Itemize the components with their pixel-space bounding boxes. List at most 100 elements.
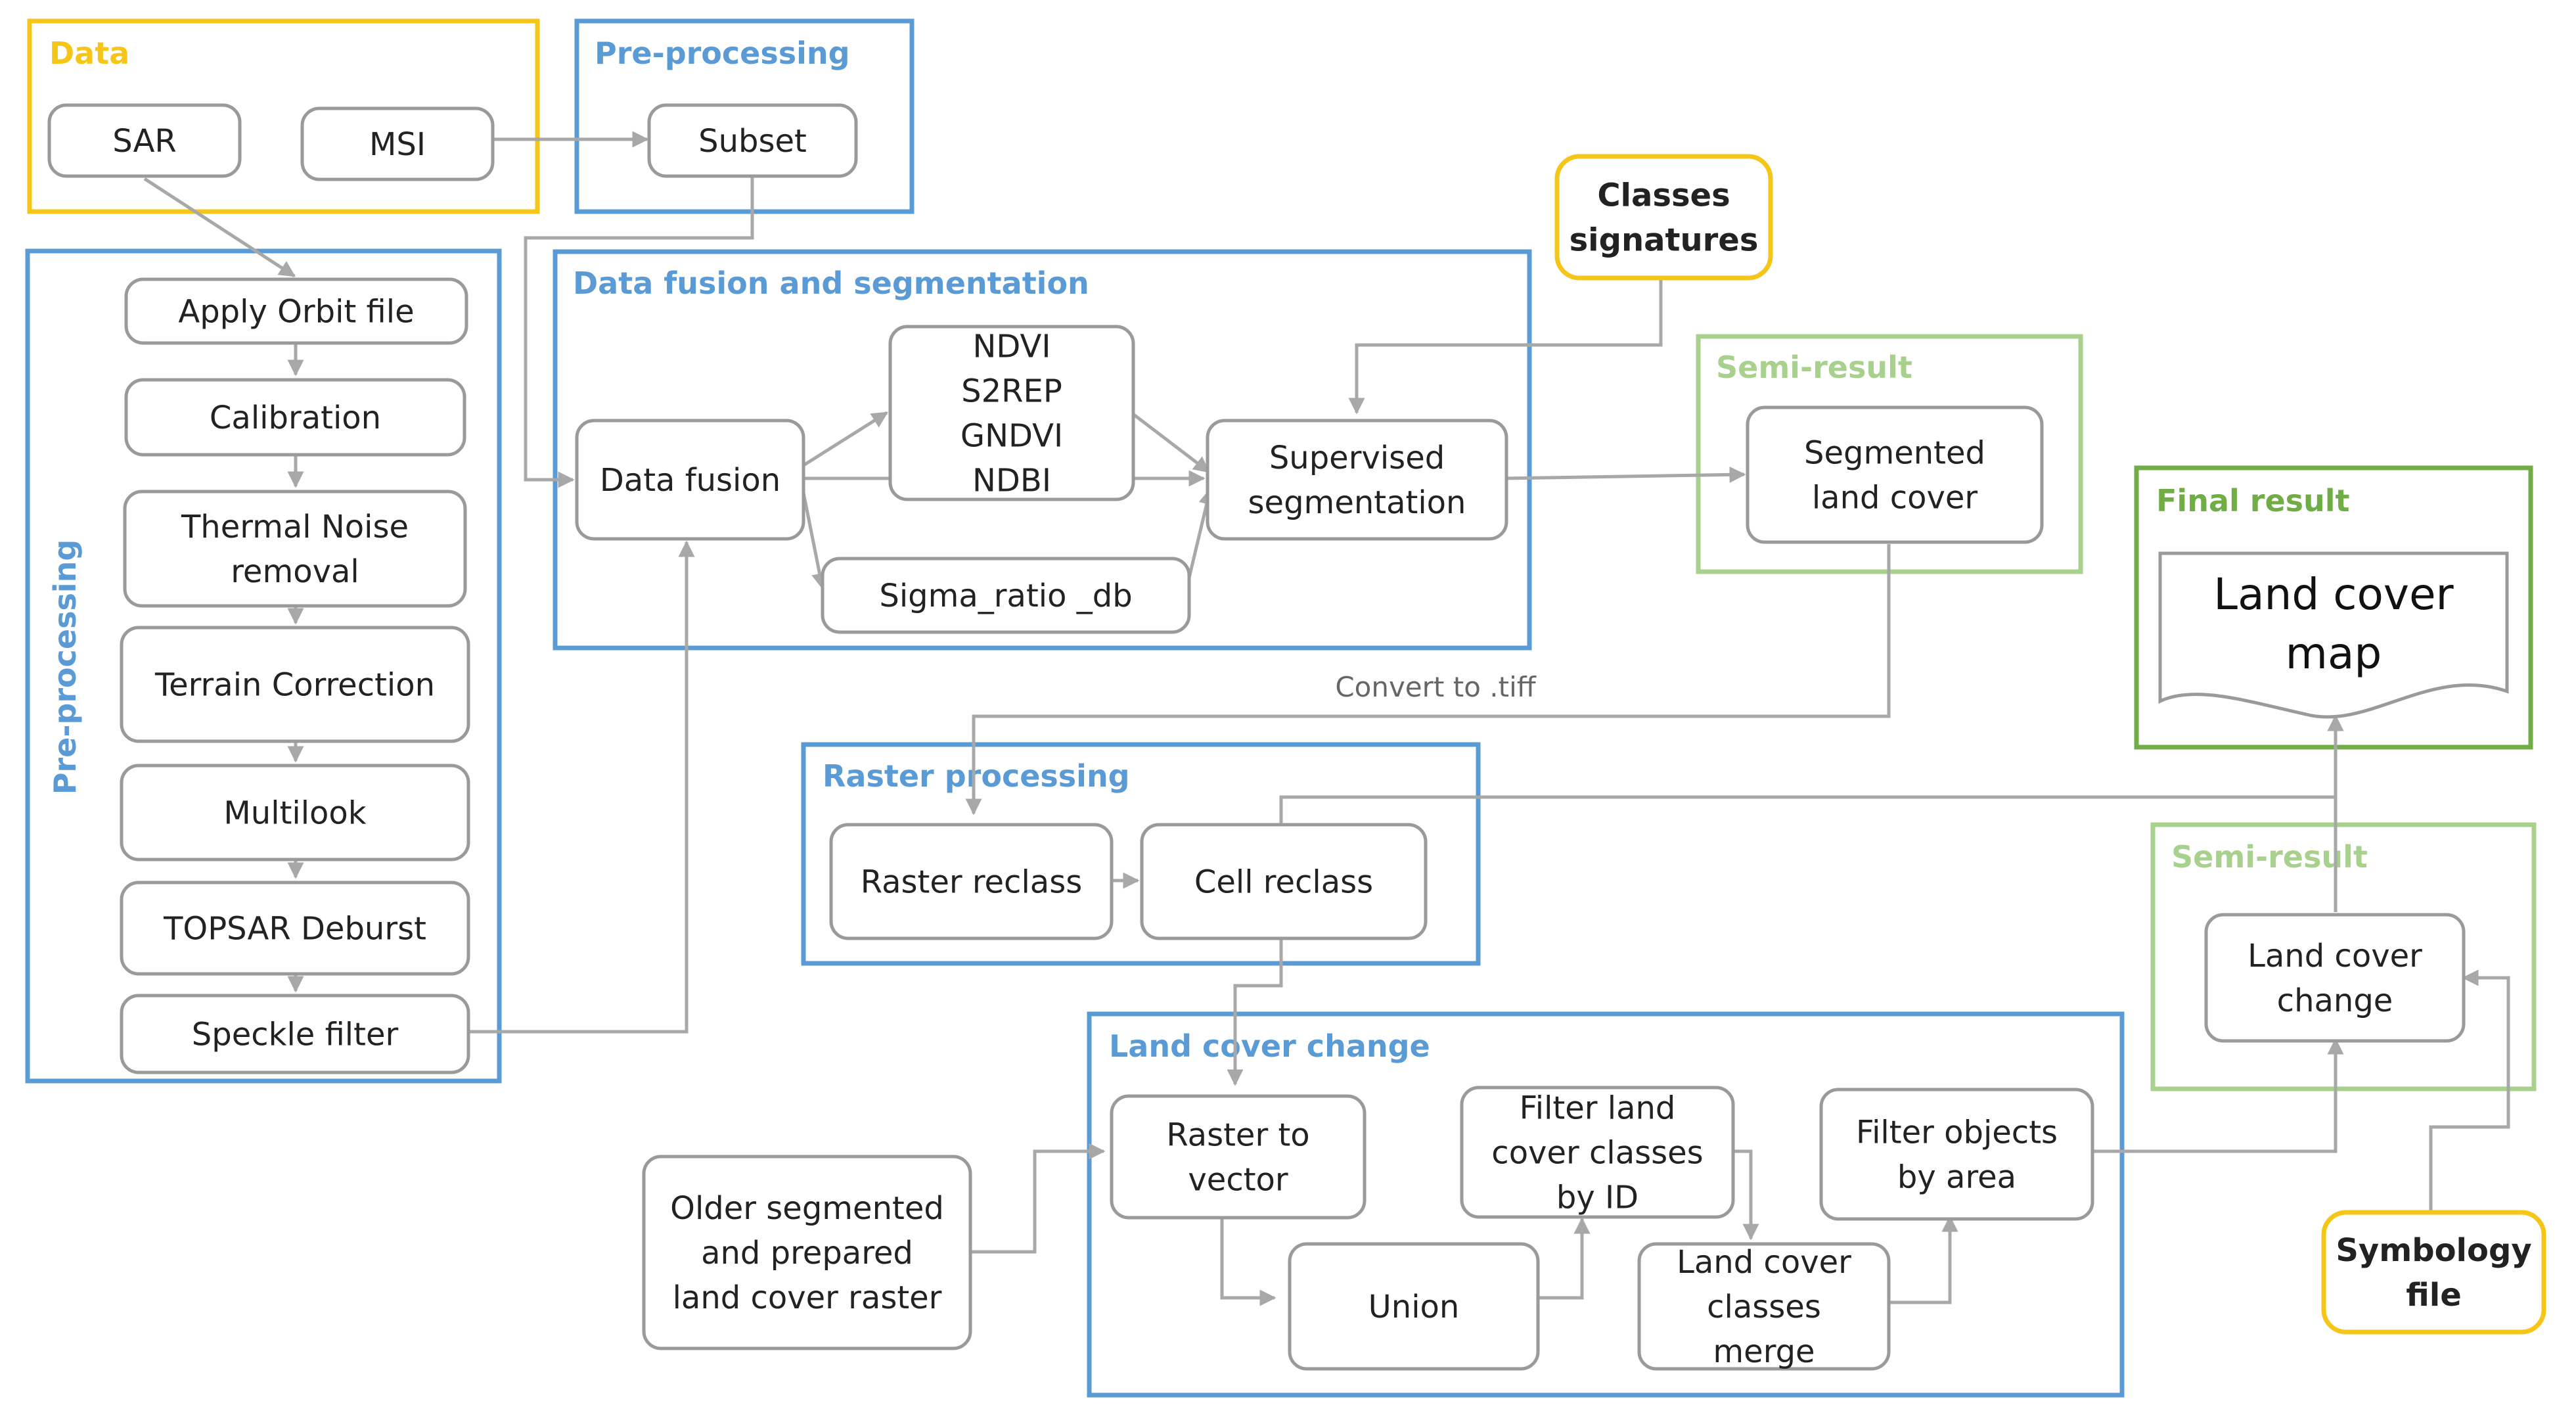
node-symbology-file-line-1: file — [2406, 1277, 2462, 1314]
node-data-fusion-line-0: Data fusion — [600, 462, 780, 499]
node-older-segmented-line-0: Older segmented — [670, 1190, 944, 1227]
group-preprocessing-top-title: Pre-processing — [595, 35, 850, 71]
node-msi-line-0: MSI — [369, 126, 426, 163]
group-land-cover-change-frame — [1087, 1011, 2125, 1398]
group-data-fusion-title: Data fusion and segmentation — [573, 265, 1089, 301]
connector-15 — [1348, 277, 1663, 415]
node-apply-orbit-line-0: Apply Orbit file — [178, 294, 414, 331]
node-speckle-filter: Speckle filter — [120, 994, 470, 1074]
node-sigma-ratio: Sigma_ratio _db — [821, 557, 1191, 634]
node-speckle-filter-box — [120, 994, 470, 1074]
node-raster-to-vector-box — [1110, 1094, 1367, 1220]
node-land-cover-change-node-line-0: Land cover — [2248, 938, 2422, 975]
node-terrain-correction: Terrain Correction — [120, 626, 470, 743]
node-supervised-segmentation-line-1: segmentation — [1248, 484, 1466, 521]
group-preprocessing-side-frame — [25, 248, 502, 1084]
node-raster-to-vector: Raster to vector — [1110, 1094, 1367, 1220]
node-raster-to-vector-line-0: Raster to — [1166, 1117, 1309, 1154]
connector-10 — [800, 411, 889, 469]
connector-29 — [1886, 1215, 1958, 1304]
node-apply-orbit: Apply Orbit file — [124, 277, 468, 345]
node-raster-to-vector-line-1: vector — [1188, 1162, 1288, 1199]
node-land-cover-map: Land cover map — [2158, 551, 2509, 719]
node-classes-signatures-box — [1554, 154, 1773, 281]
connector-13 — [1130, 411, 1210, 473]
node-multilook-line-0: Multilook — [223, 795, 366, 832]
node-union: Union — [1288, 1242, 1540, 1371]
node-raster-reclass-line-0: Raster reclass — [861, 864, 1082, 901]
connector-30 — [2092, 1038, 2344, 1153]
node-subset: Subset — [647, 103, 858, 178]
group-semi-result-2-title: Semi-result — [2171, 839, 2368, 875]
node-topsar-deburst-box — [120, 881, 470, 976]
connector-cell-reclass-to-raster-to-vector — [1227, 938, 1283, 1086]
node-land-cover-change-node-line-1: change — [2277, 982, 2393, 1019]
node-union-box — [1288, 1242, 1540, 1371]
node-land-cover-map-line-1: map — [2286, 628, 2382, 679]
node-classes-signatures-line-0: Classes — [1597, 177, 1730, 214]
node-filter-classes-line-0: Filter land — [1520, 1090, 1676, 1127]
connector-2 — [524, 176, 754, 488]
node-thermal-noise-line-0: Thermal Noise — [181, 509, 409, 545]
node-sar-box — [47, 103, 242, 178]
node-supervised-segmentation-box — [1206, 419, 1508, 541]
node-filter-classes-box — [1460, 1086, 1735, 1219]
connector-31 — [2429, 969, 2510, 1212]
group-preprocessing-top-frame — [574, 18, 915, 214]
node-indices-line-1: S2REP — [961, 373, 1062, 410]
node-land-cover-change-node: Land cover change — [2204, 913, 2466, 1043]
connector-12 — [801, 489, 828, 590]
connector-26 — [1220, 1211, 1277, 1306]
node-speckle-filter-line-0: Speckle filter — [192, 1017, 399, 1053]
node-sar: SAR — [47, 103, 242, 178]
node-segmented-land-cover-line-1: land cover — [1812, 480, 1978, 517]
group-final-result-title: Final result — [2156, 483, 2350, 518]
node-topsar-deburst-line-0: TOPSAR Deburst — [163, 911, 426, 948]
group-final-result-frame — [2134, 465, 2533, 750]
node-multilook-box — [120, 764, 470, 861]
node-terrain-correction-line-0: Terrain Correction — [154, 667, 435, 704]
node-multilook: Multilook — [120, 764, 470, 861]
group-preprocessing-side-title: Pre-processing — [47, 540, 83, 795]
node-subset-box — [647, 103, 858, 178]
connector-19 — [1279, 714, 2344, 825]
node-calibration-line-0: Calibration — [210, 400, 381, 436]
connector-17 — [965, 544, 1891, 815]
connectors — [143, 131, 2510, 1306]
node-topsar-deburst: TOPSAR Deburst — [120, 881, 470, 976]
node-sigma-ratio-line-0: Sigma_ratio _db — [879, 578, 1132, 614]
node-data-fusion-box — [575, 419, 805, 541]
node-older-segmented-box — [642, 1155, 972, 1350]
group-raster-processing-title: Raster processing — [823, 758, 1130, 794]
node-classes-merge-line-1: classes — [1707, 1289, 1821, 1325]
node-msi-box — [300, 106, 495, 181]
node-thermal-noise-line-1: removal — [231, 553, 359, 590]
group-data-title: Data — [49, 35, 129, 71]
node-segmented-land-cover-line-0: Segmented — [1804, 435, 1985, 472]
node-land-cover-map-line-0: Land cover — [2213, 569, 2454, 620]
node-thermal-noise: Thermal Noise removal — [123, 490, 467, 608]
node-thermal-noise-box — [123, 490, 467, 608]
group-data-fusion-frame — [553, 249, 1532, 651]
node-older-segmented-line-2: land cover raster — [673, 1279, 942, 1316]
connector-27 — [1523, 1217, 1591, 1300]
node-classes-merge-line-2: merge — [1713, 1333, 1815, 1370]
connector-25 — [969, 1143, 1106, 1254]
connector-9 — [466, 540, 695, 1034]
group-raster-processing-frame — [801, 742, 1481, 966]
node-indices-line-3: NDBI — [972, 463, 1051, 499]
edge-label-convert-to-tiff: Convert to .tiff — [1335, 671, 1536, 703]
node-subset-line-0: Subset — [698, 123, 807, 160]
node-cell-reclass-box — [1140, 823, 1428, 940]
node-symbology-file-box — [2321, 1210, 2546, 1335]
node-msi: MSI — [300, 106, 495, 181]
node-raster-reclass-box — [829, 823, 1114, 940]
